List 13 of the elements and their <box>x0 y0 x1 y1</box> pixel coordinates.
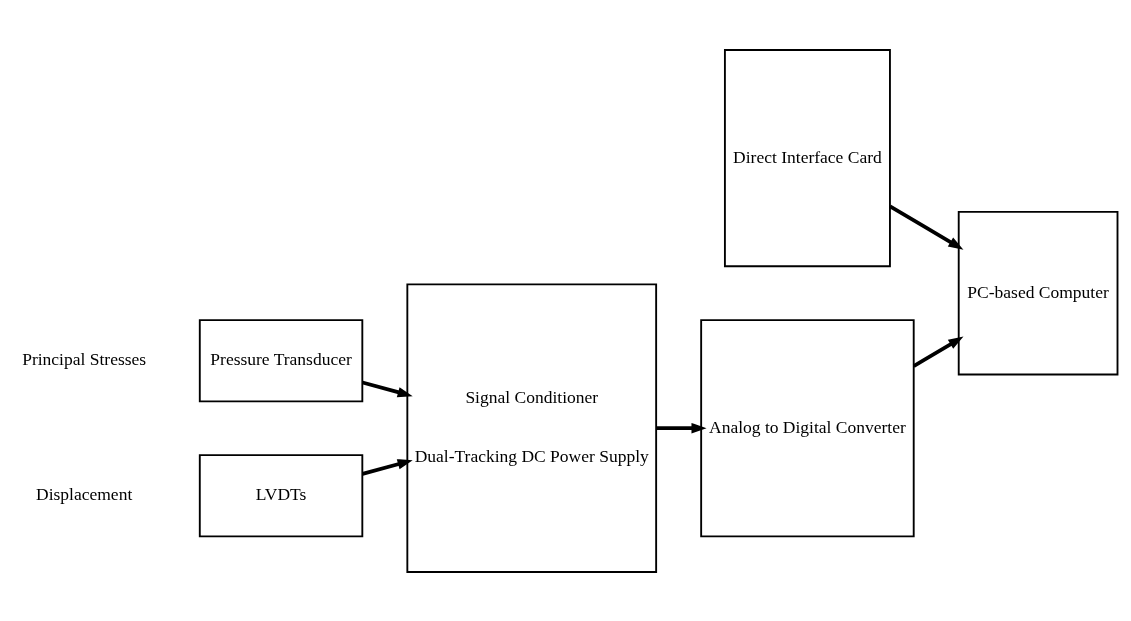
node-box: PC-based Computer <box>957 210 1119 375</box>
node-box: Direct Interface Card <box>723 48 891 267</box>
label: Displacement <box>36 483 133 504</box>
node-box: Analog to Digital Converter <box>700 318 915 537</box>
label: Principal Stresses <box>22 348 147 369</box>
arrow <box>362 458 413 476</box>
arrow <box>362 380 413 397</box>
node-box: Pressure Transducer <box>198 318 364 402</box>
node-box: LVDTs <box>198 453 364 537</box>
arrow <box>912 336 964 368</box>
node-box: Signal Conditioner Dual-Tracking DC Power Supply <box>406 283 658 573</box>
arrow <box>656 422 707 433</box>
arrow <box>889 204 964 250</box>
